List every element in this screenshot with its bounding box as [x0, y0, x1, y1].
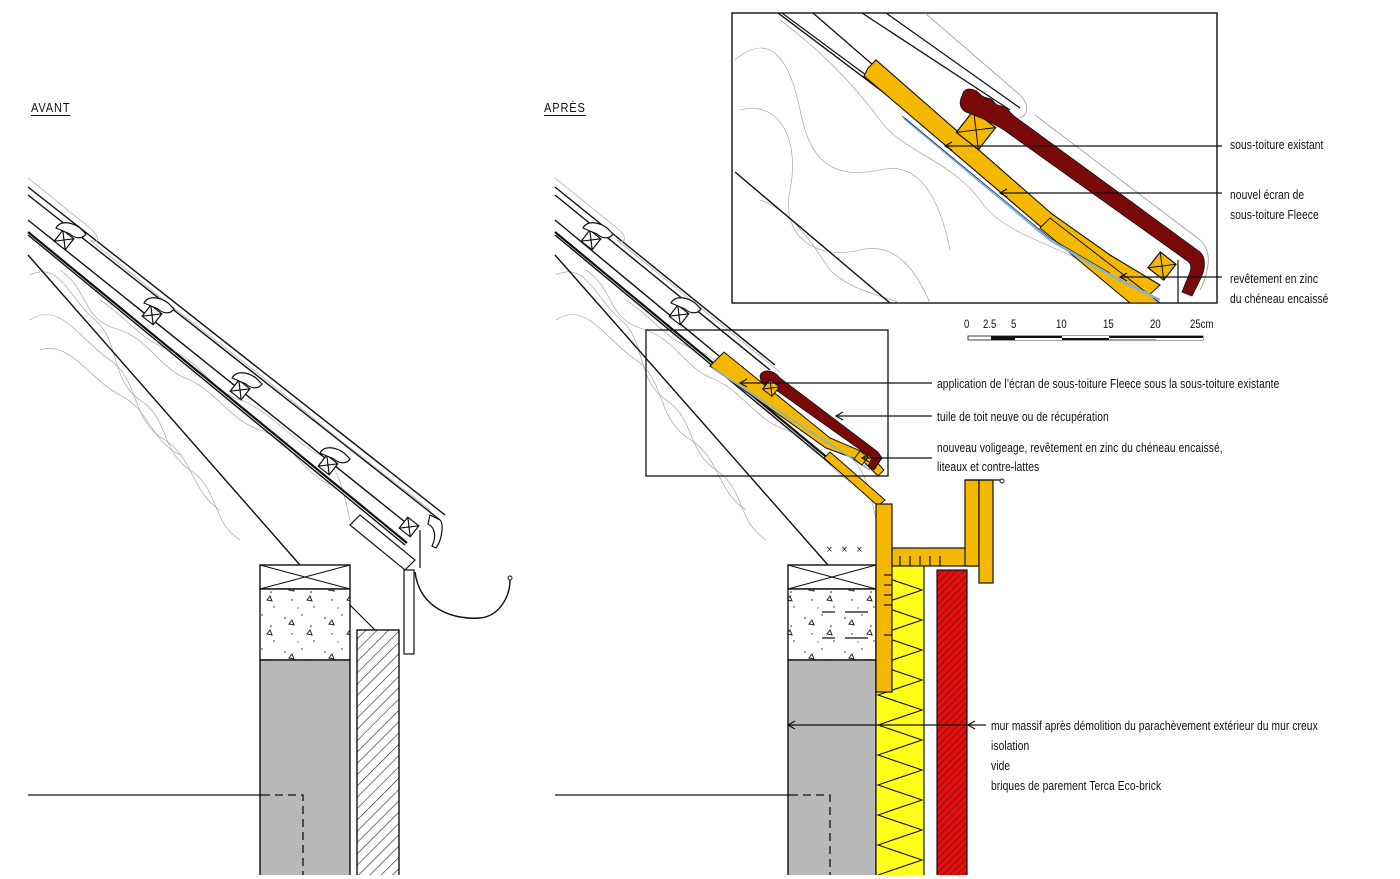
facing-brick [936, 569, 968, 879]
callout-new-fleece-line2: sous-toiture Fleece [1230, 208, 1319, 222]
concrete-ring-beam [259, 588, 351, 661]
new-roof-tile [759, 370, 883, 471]
fleece-membrane [903, 117, 1161, 302]
legend-insulation: isolation [991, 739, 1030, 753]
inner-masonry-wall [259, 659, 351, 875]
timber-post [875, 503, 893, 693]
scale-tick-5: 5 [1011, 317, 1017, 331]
battens [53, 229, 420, 538]
callout-roof-tile: tuile de toit neuve ou de récupération [937, 410, 1109, 424]
svg-text:×: × [841, 545, 848, 555]
legend-facing-brick: briques de parement Terca Eco-brick [991, 779, 1162, 793]
callout-zinc-line1: revêtement en zinc [1230, 272, 1319, 286]
fascia-board [403, 569, 415, 655]
scale-tick-0: 0 [964, 317, 970, 331]
roof-layers [27, 186, 446, 566]
inset-roof-tile [959, 88, 1205, 297]
svg-text:×: × [826, 545, 833, 555]
legend-cavity: vide [991, 759, 1011, 773]
legend-solid-wall: mur massif après démolition du parachève… [991, 719, 1318, 733]
svg-text:×: × [856, 545, 863, 555]
before-title: AVANT [31, 100, 71, 115]
before-section [27, 177, 513, 875]
callout-zinc-line2: du chéneau encaissé [1230, 292, 1329, 306]
callout-existing-underlay: sous-toiture existant [1230, 138, 1324, 152]
after-title: APRÈS [544, 100, 586, 115]
scale-tick-25cm: 25cm [1190, 317, 1214, 331]
inset-leaders [943, 141, 1222, 282]
callout-fleece-application: application de l’écran de sous-toiture F… [937, 377, 1280, 391]
callout-boarding-line2: liteaux et contre-lattes [937, 460, 1040, 474]
callout-new-fleece-line1: nouvel écran de [1230, 188, 1305, 202]
callout-boarding-line1: nouveau voligeage, revêtement en zinc du… [937, 441, 1223, 455]
outer-brick-leaf [356, 629, 400, 875]
scale-tick-2-5: 2.5 [983, 317, 997, 331]
half-round-gutter [414, 571, 511, 619]
scale-bar [967, 335, 1204, 341]
scale-tick-20: 20 [1150, 317, 1161, 331]
main-leaders [738, 378, 986, 730]
scale-tick-10: 10 [1056, 317, 1067, 331]
detail-inset [731, 12, 1222, 304]
scale-tick-15: 15 [1103, 317, 1114, 331]
detail-marker-frame [645, 329, 889, 477]
